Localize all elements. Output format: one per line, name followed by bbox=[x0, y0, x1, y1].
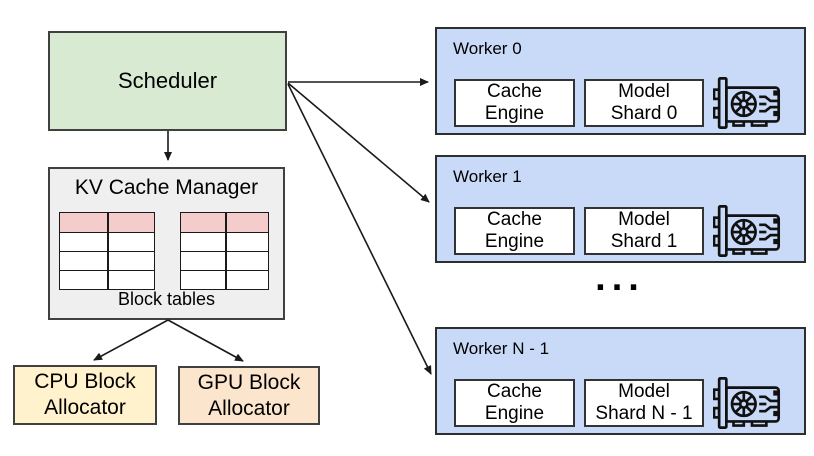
block-table-2 bbox=[180, 212, 269, 290]
block-table-cell bbox=[107, 213, 154, 232]
worker-n-1-cache-engine-box: Cache Engine bbox=[454, 379, 575, 427]
block-table-cell bbox=[181, 213, 225, 232]
cache-engine-label: Cache Engine bbox=[484, 81, 545, 124]
cpu-block-allocator-box: CPU Block Allocator bbox=[13, 365, 157, 425]
block-table-cell bbox=[60, 213, 107, 232]
block-table-cell bbox=[107, 271, 154, 289]
worker-0-model-shard-box: Model Shard 0 bbox=[584, 79, 704, 127]
gpu-block-allocator-box: GPU Block Allocator bbox=[178, 366, 320, 425]
worker-1-cache-engine-box: Cache Engine bbox=[454, 207, 575, 255]
gpu-block-allocator-label: GPU Block Allocator bbox=[197, 370, 301, 420]
model-shard-label: Model Shard 0 bbox=[610, 81, 678, 124]
block-table-cell bbox=[107, 252, 154, 270]
block-table-row bbox=[181, 270, 268, 289]
block-table-cell bbox=[181, 271, 225, 289]
scheduler-box: Scheduler bbox=[48, 31, 287, 131]
worker-n-1-model-shard-box: Model Shard N - 1 bbox=[584, 379, 704, 427]
worker-1-box: Worker 1 Cache Engine Model Shard 1 bbox=[435, 155, 806, 263]
block-table-row bbox=[181, 232, 268, 251]
block-table-row bbox=[181, 251, 268, 270]
gpu-card-icon bbox=[713, 205, 781, 257]
block-table-cell bbox=[181, 252, 225, 270]
cache-engine-label: Cache Engine bbox=[484, 381, 545, 424]
arrow-kv-to-gpu-allocator bbox=[167, 319, 244, 362]
block-table-row bbox=[60, 232, 154, 251]
cache-engine-label: Cache Engine bbox=[484, 209, 545, 252]
cpu-block-allocator-label: CPU Block Allocator bbox=[34, 370, 136, 419]
arrow-kv-to-cpu-allocator bbox=[93, 319, 169, 361]
workers-ellipsis: ... bbox=[595, 257, 645, 299]
worker-0-cache-engine-box: Cache Engine bbox=[454, 79, 575, 127]
kv-cache-manager-box: KV Cache Manager Block tables bbox=[48, 167, 285, 320]
block-table-row bbox=[60, 213, 154, 232]
block-table-cell bbox=[224, 252, 269, 270]
worker-1-model-shard-box: Model Shard 1 bbox=[584, 207, 704, 255]
block-table-cell bbox=[224, 271, 269, 289]
arrow-scheduler-to-worker-n-1 bbox=[287, 83, 432, 375]
block-table-row bbox=[181, 213, 268, 232]
scheduler-label: Scheduler bbox=[117, 68, 218, 93]
block-table-cell bbox=[224, 213, 269, 232]
gpu-card-icon bbox=[713, 377, 781, 429]
block-table-cell bbox=[107, 233, 154, 251]
block-table-1 bbox=[59, 212, 155, 290]
block-table-row bbox=[60, 270, 154, 289]
kv-cache-manager-title: KV Cache Manager bbox=[74, 176, 259, 199]
model-shard-label: Model Shard 1 bbox=[610, 209, 678, 252]
block-table-cell bbox=[60, 271, 107, 289]
block-table-cell bbox=[181, 233, 225, 251]
block-table-cell bbox=[60, 252, 107, 270]
block-table-cell bbox=[60, 233, 107, 251]
worker-1-title: Worker 1 bbox=[453, 167, 522, 186]
gpu-card-icon bbox=[713, 77, 781, 129]
worker-n-1-title: Worker N - 1 bbox=[453, 339, 550, 358]
worker-n-1-box: Worker N - 1 Cache Engine Model Shard N … bbox=[435, 327, 806, 435]
arrow-scheduler-to-worker-1 bbox=[287, 82, 430, 203]
worker-0-title: Worker 0 bbox=[453, 39, 522, 58]
block-table-row bbox=[60, 251, 154, 270]
worker-0-box: Worker 0 Cache Engine Model Shard 0 bbox=[435, 27, 806, 135]
block-tables-caption: Block tables bbox=[117, 289, 216, 309]
model-shard-label: Model Shard N - 1 bbox=[595, 381, 693, 424]
block-table-cell bbox=[224, 233, 269, 251]
